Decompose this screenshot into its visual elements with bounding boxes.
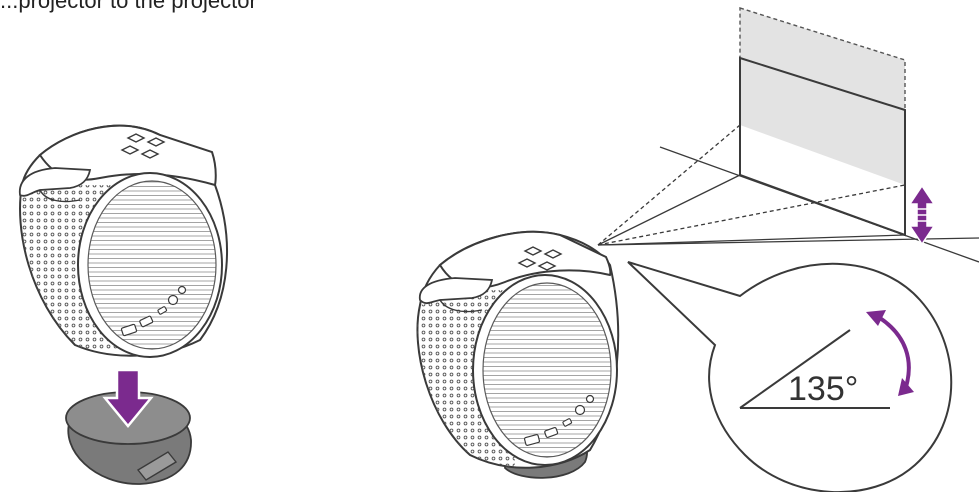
angle-label: 135° bbox=[788, 370, 858, 408]
left-projector-body bbox=[10, 126, 227, 357]
vertical-double-arrow-icon bbox=[910, 186, 934, 244]
projection-scene bbox=[598, 8, 979, 262]
right-projector bbox=[405, 232, 618, 478]
left-projector bbox=[10, 126, 227, 484]
partial-heading: ...projector to the projector bbox=[0, 0, 257, 14]
angle-callout: 135° bbox=[628, 262, 951, 492]
